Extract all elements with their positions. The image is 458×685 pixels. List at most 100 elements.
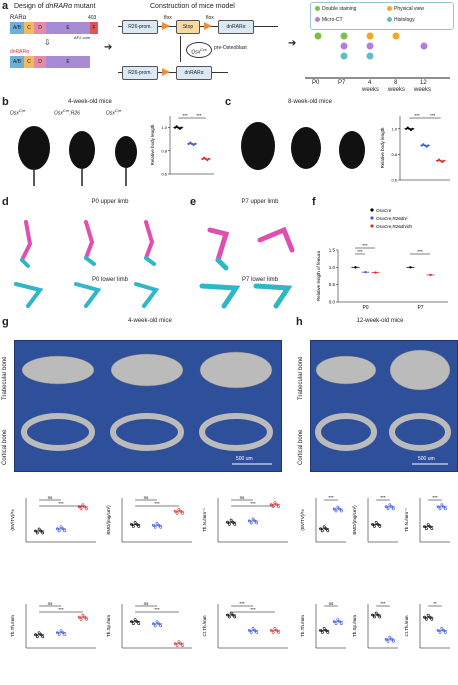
- data-point: [255, 521, 259, 525]
- tick-8: 8: [394, 80, 398, 86]
- genotype-b-2-text: Osx: [54, 110, 63, 117]
- dot-p0-green: [314, 32, 322, 40]
- data-point: [155, 521, 159, 525]
- panel-label-d: d: [2, 196, 9, 208]
- data-point: [59, 525, 63, 529]
- data-point: [426, 613, 430, 617]
- domain-f: F: [90, 22, 98, 34]
- data-point: [364, 270, 367, 274]
- data-point: [277, 505, 280, 509]
- data-point: [386, 507, 390, 511]
- upper-limb-d-2: [84, 220, 95, 260]
- lower-limb-e-1: [199, 283, 241, 309]
- data-point: [181, 511, 184, 515]
- pre-osteoblast-label: pre-Osteoblast: [214, 45, 247, 51]
- data-point: [155, 620, 159, 624]
- panel-e-upper-title: P7 upper limb: [241, 199, 279, 205]
- microct-g-images: [21, 351, 273, 465]
- plots-h: (BV/TV)/%***BMD/(mg/cm³)***Tb.N./mm⁻¹***…: [300, 495, 450, 649]
- mouse-b-1: [18, 126, 50, 170]
- data-point: [233, 522, 237, 526]
- data-point: [159, 525, 163, 529]
- data-point: [271, 630, 275, 634]
- data-point: [159, 624, 163, 628]
- sig-label: ns: [329, 601, 335, 606]
- data-point: [378, 525, 382, 528]
- data-point: [438, 507, 442, 511]
- x-tick-label: P7: [417, 305, 423, 311]
- panel-e-lower-title: P7 lower limb: [241, 277, 278, 283]
- tick-weeks-1: weeks: [362, 87, 380, 93]
- sig-label: ***: [58, 607, 64, 612]
- upper-limb-d-3: [144, 220, 155, 260]
- data-point: [175, 125, 178, 128]
- data-point: [249, 521, 253, 525]
- mouse-c-3: [339, 131, 365, 169]
- hand-d-1: [20, 258, 30, 268]
- mice-photo-b: [18, 126, 137, 186]
- legend-histology: Histology: [387, 17, 415, 23]
- timeline-legend: Double staining Physical view Micro-CT H…: [310, 2, 454, 30]
- data-point: [153, 525, 157, 529]
- right-arrow-icon-2: ➔: [288, 38, 297, 49]
- tick-weeks-2: weeks: [388, 87, 406, 93]
- cort-g-3: [199, 413, 273, 451]
- g-row-label-cort: Cortical bone: [2, 410, 12, 470]
- loxp-triangle-1: [162, 22, 170, 30]
- h-row-label-trab-text: Trabecular bone: [298, 356, 304, 400]
- cort-h-1: [315, 413, 377, 451]
- y-axis-label: Tb.Th./mm: [10, 615, 15, 637]
- dnrara-box-2: dnRARα: [176, 66, 212, 80]
- microct-h-images: [315, 349, 451, 465]
- panel-g-title: 4-week-old mice: [128, 318, 172, 324]
- data-point: [438, 630, 442, 634]
- rar-label: RARα: [10, 15, 27, 21]
- y-tick-label: 0.8: [391, 152, 397, 157]
- timeline-svg: [305, 32, 450, 79]
- data-point: [440, 626, 444, 630]
- data-point: [175, 644, 179, 648]
- sig-label: **: [433, 601, 437, 606]
- data-point: [178, 127, 181, 130]
- data-point: [340, 622, 343, 626]
- data-point: [336, 618, 340, 622]
- panel-h-title: 12-week-old mice: [356, 318, 404, 324]
- data-point: [388, 635, 392, 639]
- data-point: [409, 128, 413, 132]
- data-point: [81, 613, 85, 617]
- y-tick-label: 1.0: [391, 126, 397, 131]
- lower-limb-d-2: [74, 282, 102, 308]
- data-point: [406, 126, 409, 129]
- panel-d-lower-title: P0 lower limb: [91, 277, 128, 283]
- sig-label: ***: [432, 495, 438, 500]
- y-axis-label: Ct.Th./mm: [202, 615, 207, 636]
- data-point: [35, 531, 39, 535]
- data-point: [177, 640, 181, 644]
- data-point: [429, 273, 432, 277]
- data-point: [35, 635, 39, 639]
- data-point: [249, 630, 253, 634]
- sig-label: ns: [240, 495, 246, 500]
- data-point: [378, 615, 382, 619]
- h-row-label-cort-text: Cortical bone: [298, 429, 304, 465]
- flox-label-1: flox: [164, 15, 172, 21]
- dot-p7-purple: [340, 42, 348, 50]
- panel-a-title: Design of dnRARα mutant: [14, 3, 95, 10]
- data-point: [81, 503, 85, 507]
- data-point: [153, 624, 157, 628]
- panel-label-a: a: [2, 0, 9, 12]
- legend-text-1: Physical view: [394, 6, 425, 12]
- upper-limb-e-1: [207, 227, 230, 263]
- data-point: [277, 630, 280, 634]
- tick-p7: P7: [338, 80, 346, 86]
- legend-label: OsxCre: [376, 208, 392, 213]
- dn-domain-ab: A/B: [10, 56, 24, 68]
- hand-d-3: [144, 256, 156, 266]
- g-row-label-trab-text: Trabecular bone: [2, 356, 8, 400]
- data-point: [320, 630, 324, 634]
- timeline-dots: [314, 32, 428, 60]
- g-row-label-trab: Trabecular bone: [2, 345, 12, 405]
- dn-domain-d: D: [34, 56, 46, 68]
- plots-g: (BV/TV)/%ns***BMD/(mg/cm³)ns***Tb.N./mm⁻…: [10, 495, 288, 649]
- loxp-triangle-3: [162, 68, 170, 76]
